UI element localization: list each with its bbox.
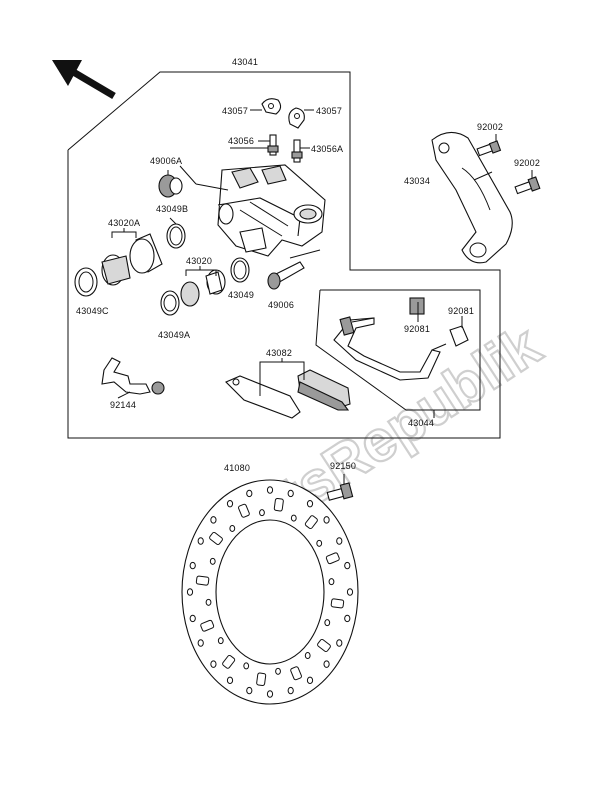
label-43034: 43034 [404, 176, 430, 186]
label-43049c: 43049C [76, 306, 109, 316]
label-92144: 92144 [110, 400, 136, 410]
disc-hole [209, 557, 216, 565]
label-92002-right: 92002 [514, 158, 540, 168]
label-43082: 43082 [266, 348, 292, 358]
pin-49006 [267, 249, 321, 290]
leader-lines [179, 147, 493, 418]
disc-hole [243, 662, 250, 670]
label-43049a: 43049A [158, 330, 190, 340]
label-43057-right: 43057 [316, 106, 342, 116]
disc-hole [246, 489, 253, 498]
pad-spring-frame [315, 289, 481, 411]
brake-pad-rear [297, 369, 351, 411]
seal-43049b [166, 217, 186, 249]
disc-hole [306, 676, 314, 685]
disc-hole [328, 578, 335, 586]
disc-hole [197, 537, 204, 545]
piston-43020 [160, 266, 226, 316]
disc-hole [323, 516, 330, 524]
disc-hole [290, 514, 297, 522]
label-43057-left: 43057 [222, 106, 248, 116]
disc-hole [205, 598, 212, 606]
disc-slot [238, 503, 250, 518]
bleeder-cap-right [288, 107, 314, 129]
label-43041: 43041 [232, 57, 258, 67]
disc-hole [275, 667, 281, 675]
front-arrow-icon [52, 60, 116, 100]
bleeder-valve-left [258, 134, 279, 156]
label-41080: 41080 [224, 463, 250, 473]
disc-bolt-92150 [326, 474, 354, 501]
disc-slot [195, 575, 210, 586]
pad-bracket-line [259, 358, 305, 396]
disc-hole [324, 619, 331, 627]
dust-boot-49006a [158, 170, 183, 198]
disc-hole [336, 639, 343, 647]
bolt-92002-right [514, 170, 541, 195]
caliper-bracket-43034 [431, 131, 513, 264]
disc-hole [189, 561, 196, 570]
disc-hole [229, 524, 236, 532]
disc-hole [197, 639, 204, 647]
pad-spring-92144 [101, 357, 165, 399]
disc-hole [217, 637, 224, 645]
disc-hole [226, 676, 234, 685]
disc-slot [200, 619, 215, 632]
disc-slot [222, 654, 236, 669]
label-43044: 43044 [408, 418, 434, 428]
label-92081-left: 92081 [404, 324, 430, 334]
disc-hole [306, 499, 314, 508]
label-43020: 43020 [186, 256, 212, 266]
disc-holes [186, 486, 354, 698]
disc-hole [266, 690, 274, 698]
disc-slot [330, 598, 345, 609]
caliper-assembly-frame [67, 71, 501, 439]
bleeder-cap-left [250, 98, 282, 115]
label-43056a: 43056A [311, 144, 343, 154]
disc-hole [344, 561, 351, 570]
disc-slot [209, 531, 223, 546]
disc-slot [317, 638, 331, 653]
label-43056: 43056 [228, 136, 254, 146]
label-92150: 92150 [330, 461, 356, 471]
disc-hole [189, 614, 196, 623]
bleeder-valve-right [291, 139, 310, 163]
disc-hole [346, 588, 354, 596]
piston-43020a [74, 228, 163, 297]
disc-slot [304, 515, 318, 530]
disc-hole [287, 489, 294, 498]
brake-pad-front [225, 375, 301, 419]
disc-hole [226, 499, 234, 508]
disc-slot [273, 498, 284, 512]
label-92002-top: 92002 [477, 122, 503, 132]
disc-slot [290, 666, 302, 681]
label-43049b: 43049B [156, 204, 188, 214]
disc-hole [316, 539, 323, 547]
disc-hole [210, 516, 217, 524]
pad-spring-assembly [333, 297, 469, 381]
disc-hole [336, 537, 343, 545]
disc-hole [246, 686, 253, 695]
disc-slot [256, 672, 267, 686]
label-43020a: 43020A [108, 218, 140, 228]
disc-hole [266, 486, 274, 494]
disc-slot [325, 552, 340, 565]
label-49006: 49006 [268, 300, 294, 310]
disc-hole [304, 652, 311, 660]
bolt-92002-top [476, 134, 502, 157]
disc-hole [287, 686, 294, 695]
disc-hole [344, 614, 351, 623]
disc-hole [323, 660, 330, 668]
disc-hole [259, 509, 265, 517]
seal-43049 [230, 257, 250, 283]
brake-disc-41080 [181, 479, 359, 705]
disc-hole [210, 660, 217, 668]
disc-hole [186, 588, 194, 596]
label-92081-right: 92081 [448, 306, 474, 316]
label-43049: 43049 [228, 290, 254, 300]
caliper-body [195, 164, 326, 257]
label-49006a: 49006A [150, 156, 182, 166]
